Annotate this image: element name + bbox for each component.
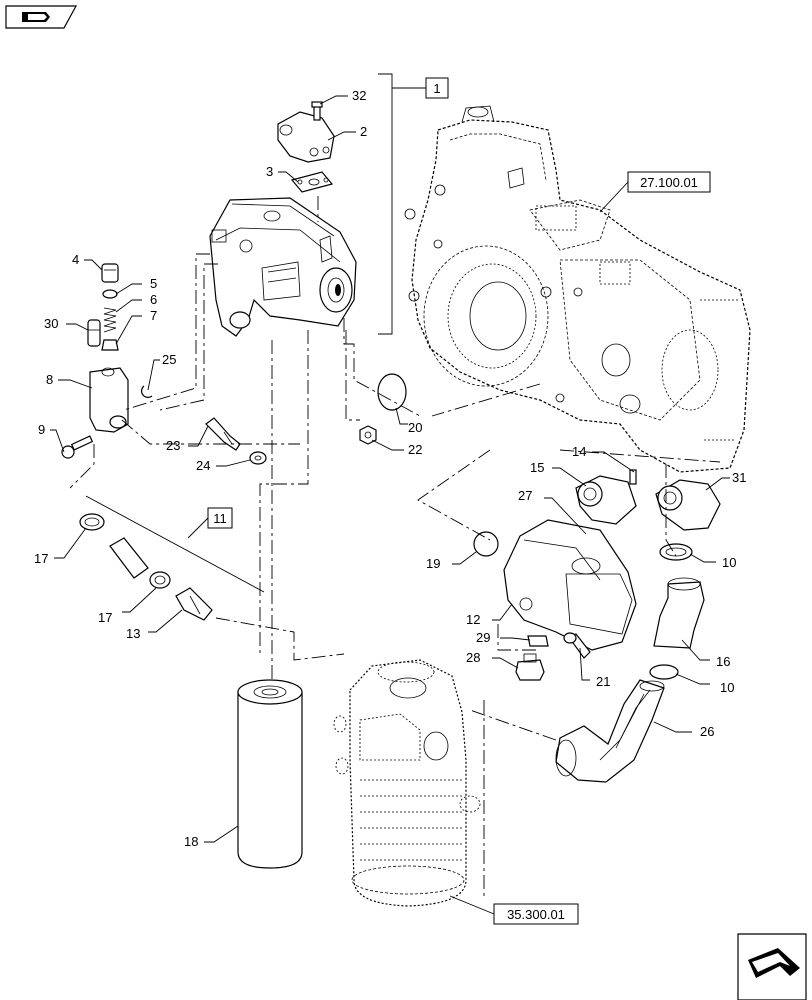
callout-29: 29 xyxy=(476,630,490,645)
part-26-elbow xyxy=(555,679,665,783)
callout-21: 21 xyxy=(596,674,610,689)
part-13-fitting xyxy=(175,587,213,621)
callout-17-a: 17 xyxy=(34,551,48,566)
callout-4: 4 xyxy=(72,252,79,267)
part-22-nut xyxy=(359,425,377,445)
ref-27-100-01-label: 27.100.01 xyxy=(640,175,698,190)
filter-housing xyxy=(333,659,481,907)
part-15-fitting xyxy=(575,475,637,525)
hydraulic-pump xyxy=(209,197,357,337)
ref-27-100-01[interactable]: 27.100.01 xyxy=(599,171,711,213)
part-8-valve-body xyxy=(89,367,129,433)
part-17-clamp-b xyxy=(149,571,171,589)
part-14-bolt xyxy=(629,469,637,485)
part-25-snap-ring xyxy=(141,385,153,398)
part-20-o-ring xyxy=(377,373,407,411)
part-9-bolt xyxy=(61,435,94,459)
assembly-lines xyxy=(69,196,721,900)
callout-10-b: 10 xyxy=(720,680,734,695)
callout-19: 19 xyxy=(426,556,440,571)
part-21-bolt xyxy=(563,632,591,659)
part-30-fitting xyxy=(87,319,101,347)
part-32-bolt xyxy=(311,101,323,121)
callout-22: 22 xyxy=(408,442,422,457)
part-17-clamp-a xyxy=(79,513,105,531)
part-23-bolt xyxy=(205,417,241,451)
callout-9: 9 xyxy=(38,422,45,437)
part-24-washer xyxy=(249,451,267,465)
callout-17-b: 17 xyxy=(98,610,112,625)
part-2-valve xyxy=(277,111,335,163)
callout-14: 14 xyxy=(572,444,586,459)
callout-20: 20 xyxy=(408,420,422,435)
callout-7: 7 xyxy=(150,308,157,323)
part-3-gasket xyxy=(290,171,334,193)
hose-segment xyxy=(109,537,149,579)
part-16-hose xyxy=(653,577,705,649)
book-nav-icon[interactable] xyxy=(5,5,78,29)
callout-32: 32 xyxy=(352,88,366,103)
part-10-clamp-a xyxy=(659,543,693,561)
callout-3: 3 xyxy=(266,164,273,179)
part-12-housing xyxy=(503,519,637,651)
part-29-washer xyxy=(527,635,549,647)
callout-18: 18 xyxy=(184,834,198,849)
part-31-fitting xyxy=(655,479,721,531)
part-6-spring xyxy=(103,307,117,333)
callout-2: 2 xyxy=(360,124,367,139)
callout-31: 31 xyxy=(732,470,746,485)
callout-26: 26 xyxy=(700,724,714,739)
callout-23: 23 xyxy=(166,438,180,453)
transmission-housing xyxy=(404,105,751,473)
callout-15: 15 xyxy=(530,460,544,475)
callout-25: 25 xyxy=(162,352,176,367)
group-1-label: 1 xyxy=(433,81,440,96)
callout-30: 30 xyxy=(44,316,58,331)
callout-27: 27 xyxy=(518,488,532,503)
callout-28: 28 xyxy=(466,650,480,665)
callout-16: 16 xyxy=(716,654,730,669)
callout-24: 24 xyxy=(196,458,210,473)
part-7-poppet xyxy=(101,339,119,351)
part-28-plug xyxy=(515,653,545,681)
callout-13: 13 xyxy=(126,626,140,641)
forward-arrow-icon[interactable] xyxy=(737,933,807,1000)
callout-8: 8 xyxy=(46,372,53,387)
part-19-o-ring xyxy=(473,531,499,557)
callout-5: 5 xyxy=(150,276,157,291)
ref-35-300-01[interactable]: 35.300.01 xyxy=(449,895,579,925)
part-10-clamp-b xyxy=(649,664,679,680)
group-1-bracket: 1 xyxy=(378,73,449,335)
group-11-bracket: 11 xyxy=(85,495,265,593)
callout-6: 6 xyxy=(150,292,157,307)
callouts: 32 2 3 4 5 6 7 30 8 9 25 23 24 20 22 14 xyxy=(34,88,746,849)
group-11-label: 11 xyxy=(213,511,227,526)
part-18-filter-cartridge xyxy=(237,679,303,869)
part-5-washer xyxy=(102,289,118,299)
ref-35-300-01-label: 35.300.01 xyxy=(507,907,565,922)
callout-12: 12 xyxy=(466,612,480,627)
callout-10-a: 10 xyxy=(722,555,736,570)
part-4-plug xyxy=(101,263,119,283)
